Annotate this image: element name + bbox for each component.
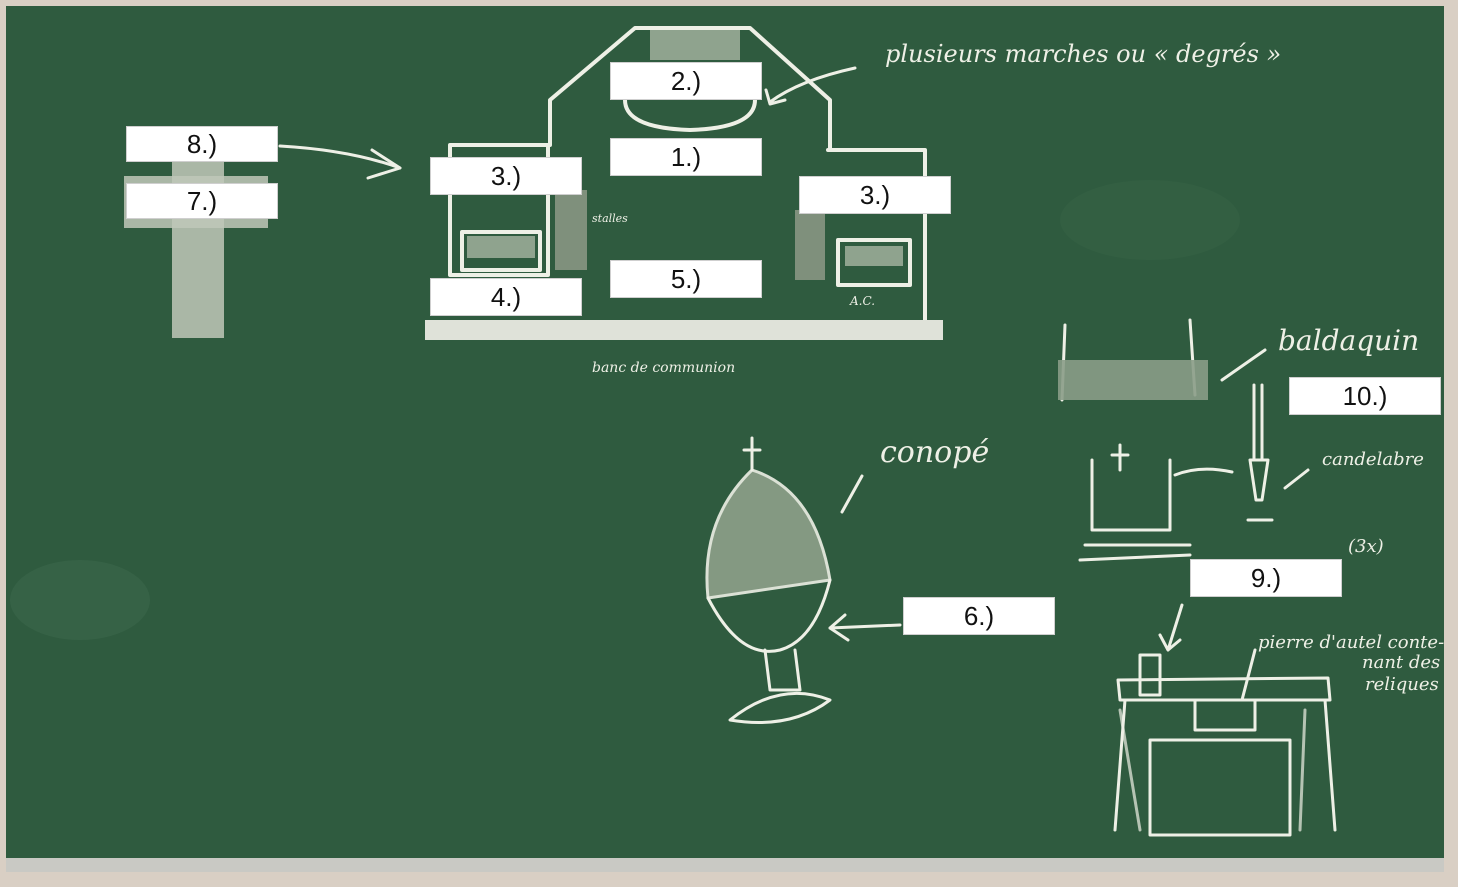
annotation-stalles: stalles [592, 212, 628, 225]
label-3-right: 3.) [799, 176, 951, 214]
label-9: 9.) [1190, 559, 1342, 597]
annotation-pierre3: reliques [1365, 674, 1439, 695]
sanctuary-plan [425, 26, 943, 340]
altar-sketch [1078, 443, 1192, 562]
ciborium-sketch [705, 436, 832, 724]
label-10: 10.) [1289, 377, 1441, 415]
label-2: 2.) [610, 62, 762, 100]
annotation-candelabre: candelabre [1322, 449, 1424, 470]
arrow-8 [278, 144, 402, 170]
label-8: 8.) [126, 126, 278, 162]
baldaquin-sketch [1058, 318, 1208, 402]
arrow-baldaquin [1220, 348, 1267, 382]
arrow-degres [764, 66, 857, 106]
arrow-pierre [1240, 648, 1257, 702]
annotation-baldaquin: baldaquin [1278, 324, 1419, 357]
annotation-x3: (3x) [1348, 536, 1384, 557]
annotation-pierre2: nant des [1362, 652, 1440, 673]
communion-rail [425, 320, 943, 340]
chalk-tray [6, 858, 1444, 872]
annotation-banc: banc de communion [592, 360, 735, 376]
label-6: 6.) [903, 597, 1055, 635]
arrow-conopee [840, 474, 864, 514]
label-1: 1.) [610, 138, 762, 176]
label-4: 4.) [430, 278, 582, 316]
label-3-left: 3.) [430, 157, 582, 195]
label-5: 5.) [610, 260, 762, 298]
candle-sketch [1246, 383, 1274, 522]
annotation-conopee: conopé [880, 435, 989, 470]
altar-table-sketch [1113, 653, 1337, 837]
arrow-9 [1158, 603, 1184, 652]
annotation-ac: A.C. [849, 294, 875, 308]
label-7: 7.) [126, 183, 278, 219]
arrow-candelabre [1283, 468, 1310, 490]
annotation-degres: plusieurs marches ou « degrés » [885, 40, 1281, 68]
arrow-altar [1173, 467, 1234, 477]
annotation-pierre: pierre d'autel conte- [1258, 632, 1444, 653]
arrow-6 [828, 613, 902, 642]
